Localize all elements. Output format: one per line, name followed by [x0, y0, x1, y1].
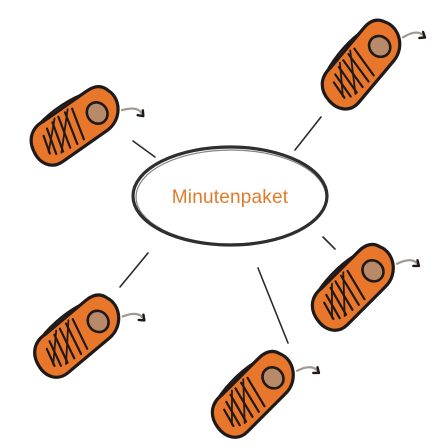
phone-icon — [22, 274, 149, 394]
phone-icon — [299, 222, 423, 346]
connector-line — [294, 116, 322, 151]
connector-line — [257, 267, 289, 344]
connector-line — [322, 236, 336, 250]
connector-lines — [119, 116, 336, 344]
connector-line — [119, 252, 149, 288]
center-node: Minutenpaket — [131, 145, 329, 247]
center-label: Minutenpaket — [172, 187, 289, 208]
phone-icon — [309, 0, 429, 124]
connector-line — [132, 140, 156, 158]
phone-icon — [19, 67, 148, 182]
center-ellipse — [131, 145, 329, 247]
phone-icon — [199, 329, 323, 448]
center-ellipse-sketch — [135, 149, 327, 245]
